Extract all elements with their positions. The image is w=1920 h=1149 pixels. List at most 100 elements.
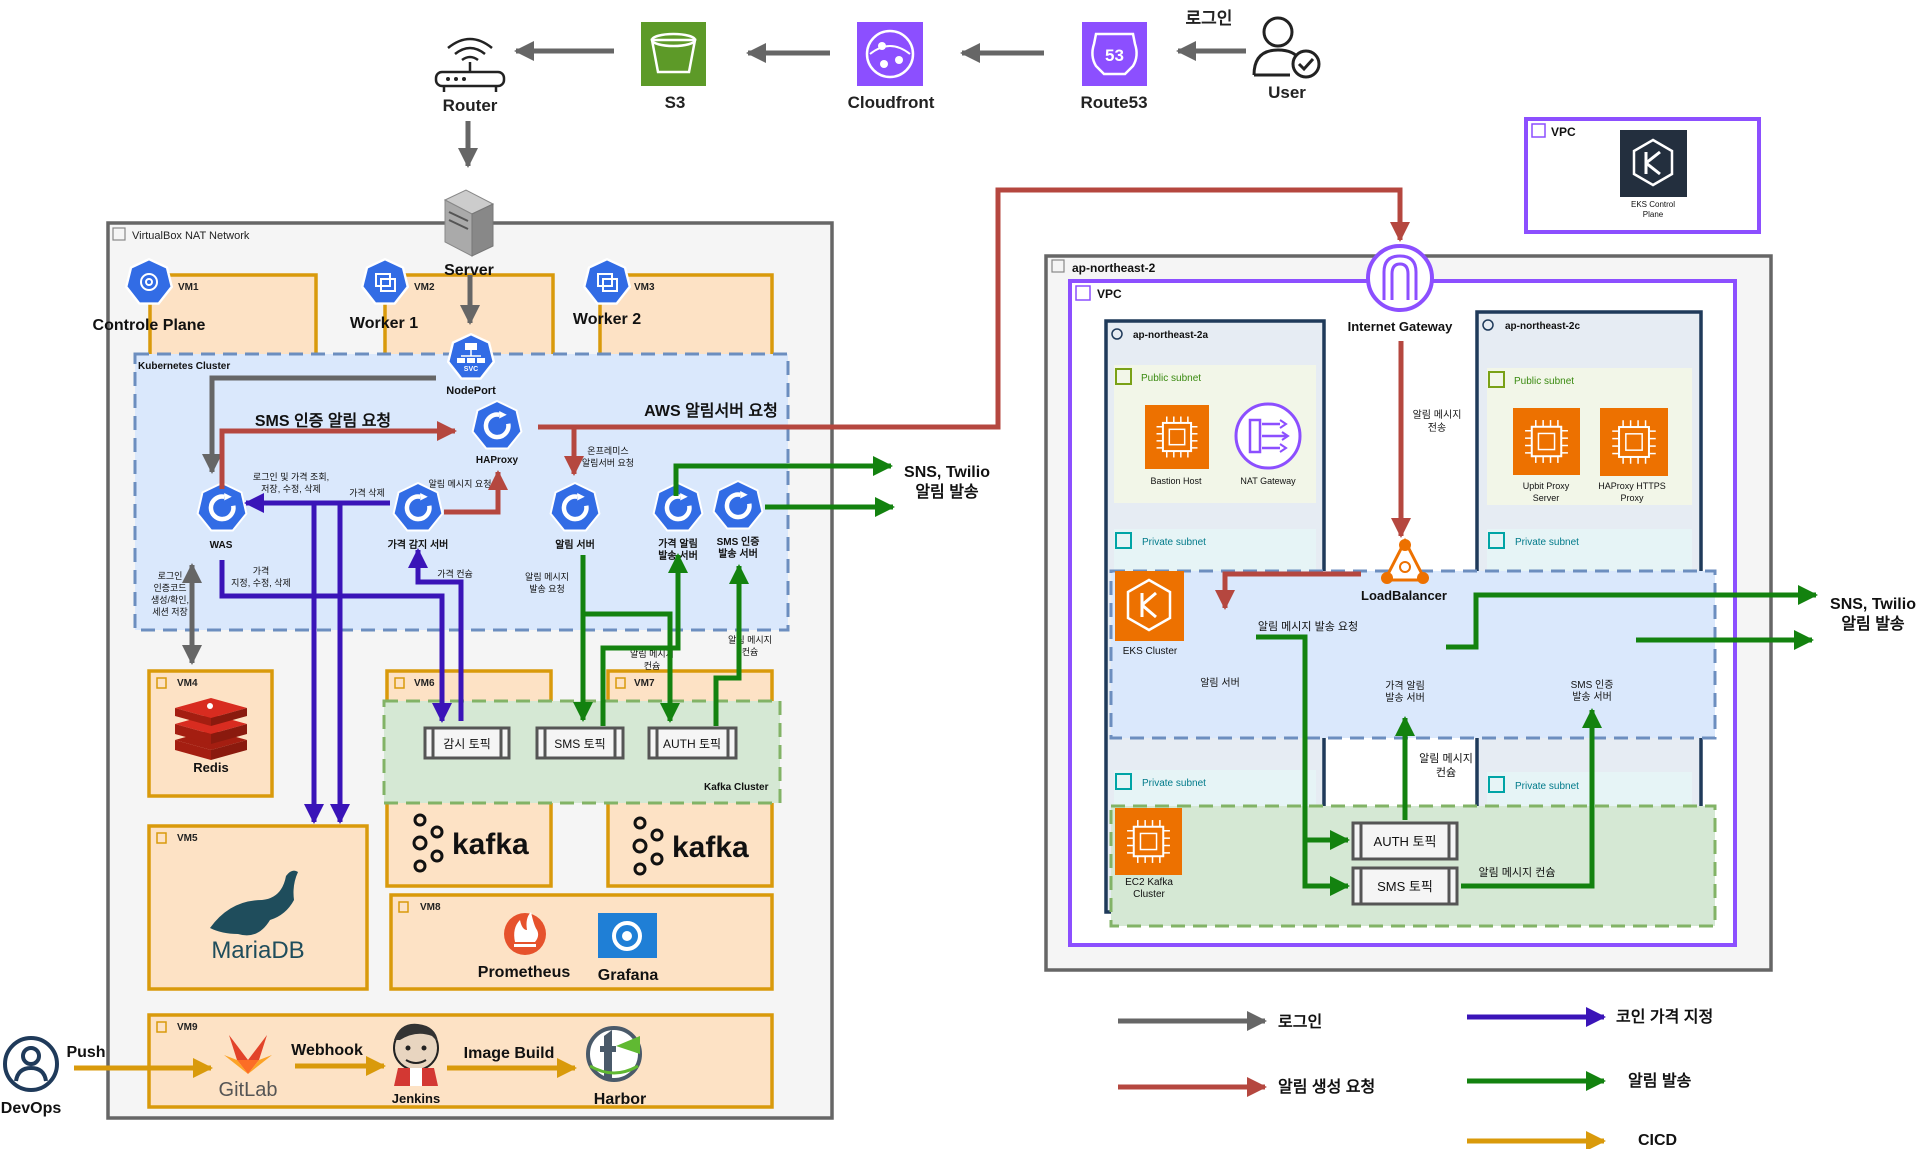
login-label: 로그인 <box>1186 9 1233 28</box>
vm8-label: VM8 <box>420 902 441 913</box>
haproxy-https-label-1: HAProxy HTTPS <box>1598 481 1666 491</box>
aws-sns-twilio-label-1: SNS, Twilio <box>1830 596 1916 613</box>
harbor-label: Harbor <box>594 1091 646 1108</box>
onprem-req-label-1: 온프레미스 <box>587 446 628 456</box>
route53-label: Route53 <box>1080 93 1147 112</box>
vm3-label: VM3 <box>634 282 655 293</box>
kafka-logo-icon <box>412 813 444 873</box>
alarm-server-pod-icon <box>549 481 601 532</box>
region-label: ap-northeast-2 <box>1072 261 1156 275</box>
jenkins-icon <box>393 1023 439 1086</box>
worker2-icon <box>583 258 631 305</box>
lb-label: LoadBalancer <box>1361 588 1447 603</box>
control-plane-label: Controle Plane <box>93 317 206 334</box>
devops-icon <box>3 1036 59 1092</box>
alarm-consume-b-label-2: 컨슘 <box>742 647 759 657</box>
topic-sms: SMS 토픽 <box>535 726 625 760</box>
eks-cluster-label: EKS Cluster <box>1123 646 1178 657</box>
sms-auth-label-1: SMS 인증 <box>717 535 760 548</box>
connectors <box>182 187 1818 896</box>
upbit-label-2: Server <box>1533 493 1560 503</box>
prometheus-label: Prometheus <box>478 964 571 981</box>
eks-cluster-icon <box>1115 571 1184 641</box>
nat-gateway-icon <box>1234 402 1302 470</box>
legend-alarm-create: 알림 생성 요청 <box>1278 1077 1375 1096</box>
haproxy-https-label-2: Proxy <box>1620 493 1644 503</box>
devops-label: DevOps <box>1 1100 62 1117</box>
haproxy-pod-icon <box>471 399 523 450</box>
kafka-logo-label-2: kafka <box>672 831 749 864</box>
ec2-icons <box>1115 405 1668 875</box>
jenkins-label: Jenkins <box>392 1091 440 1106</box>
bastion-label: Bastion Host <box>1150 476 1202 486</box>
aws-consume-h-label: 알림 메시지 컨슘 <box>1479 865 1556 879</box>
image-build-label: Image Build <box>464 1045 555 1062</box>
route53-badge: 53 <box>1105 46 1124 65</box>
vm9-label: VM9 <box>177 1022 198 1033</box>
topic-sms-label: SMS 토픽 <box>554 737 605 751</box>
sms-auth-label-2: 발송 서버 <box>718 547 758 560</box>
cloudfront-label: Cloudfront <box>848 93 935 112</box>
svc-icon: SVC <box>447 333 495 380</box>
private-subnet-a1: Private subnet <box>1142 537 1206 548</box>
aws-consume-label-2: 컨슘 <box>1436 766 1456 779</box>
worker1-label: Worker 1 <box>350 315 418 332</box>
vm2-label: VM2 <box>414 282 435 293</box>
mariadb-icon <box>210 870 298 936</box>
s3-label: S3 <box>665 93 686 112</box>
k8s-cluster-label: Kubernetes Cluster <box>138 361 230 372</box>
alarm-server-label: 알림 서버 <box>555 538 595 551</box>
internet-gateway-icon <box>1366 244 1434 312</box>
vm1-label: VM1 <box>178 282 199 293</box>
private-subnet-c2: Private subnet <box>1515 781 1579 792</box>
redis-note-3: 생성/확인, <box>151 594 189 605</box>
kafka-logo-icon-2 <box>632 816 664 876</box>
aws-sms-auth-label-2: 발송 서버 <box>1572 691 1612 703</box>
user-icon <box>1252 16 1321 79</box>
grafana-icon <box>598 913 657 958</box>
ec2-kafka-icon <box>1115 808 1182 875</box>
nat-label: NAT Gateway <box>1240 476 1296 486</box>
alarm-msg-send-label-2: 발송 요청 <box>529 584 565 594</box>
topic-watch: 감시 토픽 <box>423 726 511 760</box>
gitlab-icon <box>224 1035 272 1074</box>
public-subnet-a: Public subnet <box>1141 373 1201 384</box>
vm6-label: VM6 <box>414 678 435 689</box>
mariadb-label: MariaDB <box>211 937 304 964</box>
was-pod-icon <box>196 481 248 532</box>
price-monitor-label: 가격 감지 서버 <box>388 538 449 551</box>
redis-note-1: 로그인 <box>158 571 183 581</box>
db-note-1: 가격 <box>253 565 270 576</box>
alarm-msg-send-label-1: 알림 메시지 <box>525 571 569 582</box>
alarm-consume-label-1: 알림 메시지 <box>630 648 674 659</box>
router-icon <box>434 37 506 92</box>
eks-control-label-2: Plane <box>1643 210 1664 219</box>
upbit-label-1: Upbit Proxy <box>1523 481 1570 491</box>
vm4-label: VM4 <box>177 678 198 689</box>
legend-coin-price: 코인 가격 지정 <box>1616 1008 1713 1026</box>
igw-label: Internet Gateway <box>1348 319 1454 334</box>
topic-auth: AUTH 토픽 <box>647 726 738 760</box>
aws-sns-twilio-label-2: 알림 발송 <box>1841 614 1905 633</box>
nodeport-label: NodePort <box>446 385 496 397</box>
eks-cluster-area <box>1109 569 1717 740</box>
alarm-consume-label-2: 컨슘 <box>644 661 661 671</box>
alarm-consume-b-label-1: 알림 메시지 <box>728 634 772 645</box>
sms-auth-pod-icon <box>712 479 764 530</box>
control-plane-icon <box>125 258 173 305</box>
cicd-pipeline: DevOps Push GitLab Webhook Jenkins Image… <box>1 1023 646 1117</box>
price-consume-label: 가격 컨슘 <box>437 568 473 579</box>
vm5-label: VM5 <box>177 833 198 844</box>
vm7-label: VM7 <box>634 678 655 689</box>
redis-label: Redis <box>193 760 228 775</box>
sns-twilio-label-2: 알림 발송 <box>915 482 979 501</box>
aws-sms-auth-label-1: SMS 인증 <box>1571 679 1614 691</box>
server-icon <box>443 189 495 257</box>
route53-icon: 53 <box>1082 22 1147 86</box>
webhook-label: Webhook <box>291 1042 363 1059</box>
price-alarm-label-1: 가격 알림 <box>658 537 698 550</box>
aws-alarm-server-label: 알림 서버 <box>1200 677 1240 689</box>
cloudfront-icon <box>857 22 923 86</box>
redis-note-4: 세션 저장 <box>152 607 188 617</box>
private-subnet-c1: Private subnet <box>1515 537 1579 548</box>
